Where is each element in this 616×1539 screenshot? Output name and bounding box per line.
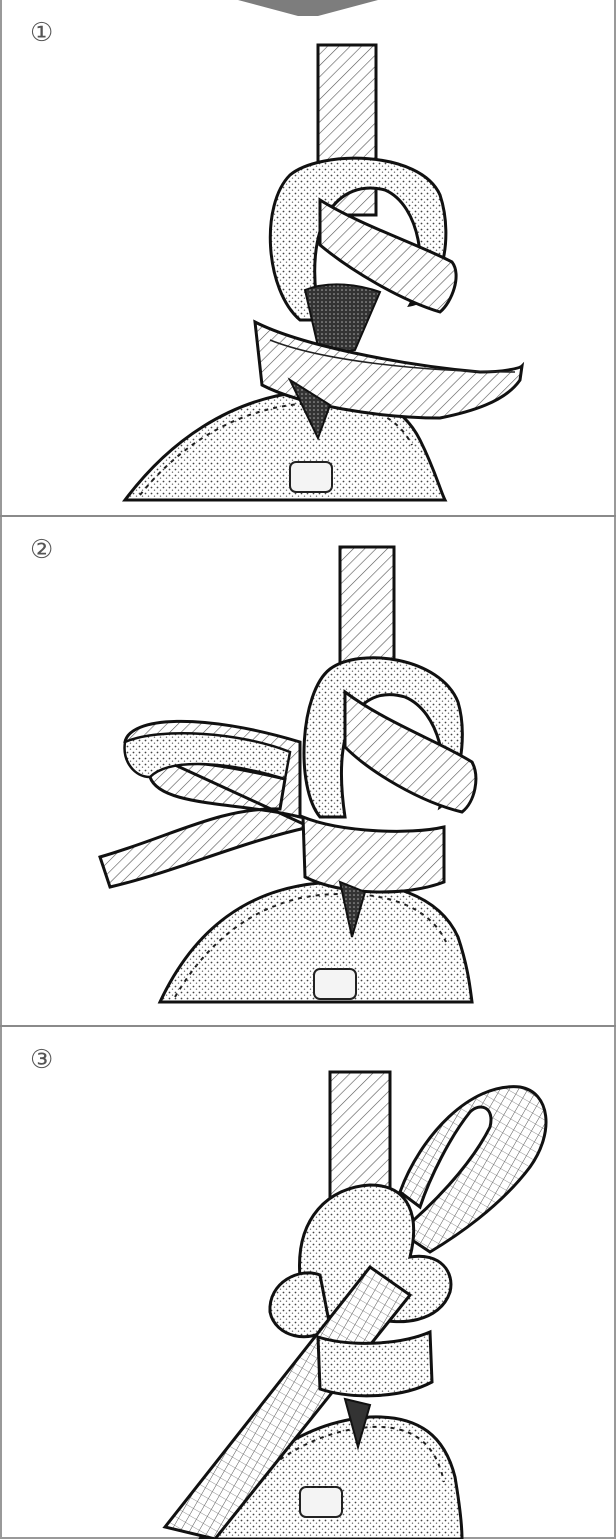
- wrap-band: [303, 817, 444, 892]
- strap-loop: [400, 1087, 546, 1252]
- step-3-illustration: [0, 1027, 616, 1539]
- step-3-panel: ③: [0, 1027, 616, 1539]
- wrap-band: [318, 1332, 432, 1396]
- bag-button: [314, 969, 356, 999]
- vertical-strap: [330, 1072, 390, 1202]
- step-2-illustration: [0, 517, 616, 1025]
- step-2-number: ②: [30, 537, 53, 563]
- step-2-panel: ②: [0, 517, 616, 1025]
- step-1-number: ①: [30, 20, 53, 46]
- bag-button: [290, 462, 332, 492]
- step-1-illustration: [0, 0, 616, 515]
- step-3-number: ③: [30, 1047, 53, 1073]
- step-1-panel: ①: [0, 0, 616, 515]
- bag-button: [300, 1487, 342, 1517]
